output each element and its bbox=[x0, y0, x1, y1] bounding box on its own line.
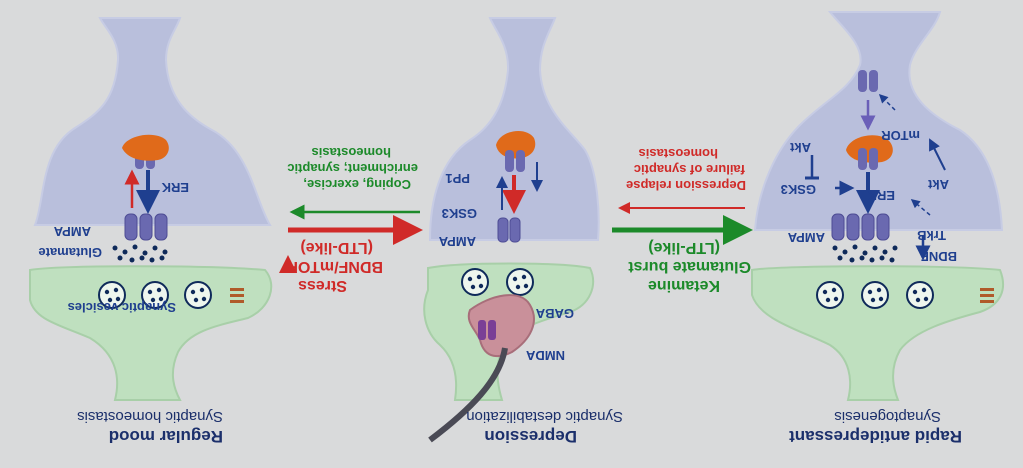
receptor-anchor-left bbox=[230, 288, 244, 303]
gaba-axon bbox=[428, 347, 508, 443]
panel-right-graphics bbox=[751, 11, 1005, 401]
glutamate-dots-right bbox=[832, 244, 898, 263]
label-bdnf: BDNF bbox=[920, 249, 957, 264]
label-pp1: PP1 bbox=[445, 171, 470, 186]
recycling-ampa-right bbox=[858, 70, 878, 92]
label-erk-left: ERK bbox=[161, 180, 189, 195]
arrow-trkb-erk-right bbox=[910, 199, 931, 216]
transition-failure: failure of synaptic bbox=[633, 162, 745, 177]
glutamate-dots-left bbox=[112, 244, 168, 263]
ampa-receptors-middle bbox=[497, 217, 521, 243]
transition-arrows-right bbox=[612, 202, 753, 245]
panel-middle-title: Depression bbox=[484, 427, 577, 446]
transition-arrows-left bbox=[288, 204, 423, 245]
transition-ketamine: Ketamine bbox=[647, 277, 720, 294]
label-akt-right-1: Akt bbox=[790, 140, 811, 155]
vesicle-dots-middle bbox=[467, 274, 529, 290]
intracellular-ampa-middle bbox=[505, 150, 525, 172]
label-akt-right-2: Akt bbox=[928, 177, 949, 192]
panel-middle-graphics bbox=[423, 17, 600, 443]
postsynaptic-spine-right bbox=[753, 11, 1004, 231]
postsynaptic-spine-left bbox=[33, 17, 272, 226]
ampa-receptors-right bbox=[831, 213, 890, 241]
label-ampa-left: AMPA bbox=[53, 224, 91, 239]
label-mtor: mTOR bbox=[881, 128, 920, 143]
vesicle-dots-right bbox=[822, 287, 929, 303]
enzyme-blob-right bbox=[846, 135, 893, 163]
label-ampa-middle: AMPA bbox=[438, 234, 476, 249]
panel-middle-subtitle: Synaptic destabilization bbox=[466, 408, 623, 425]
arrow-mtor-right bbox=[878, 93, 896, 111]
label-gaba: GABA bbox=[535, 306, 574, 321]
transition-enrichment: enrichment; synaptic bbox=[287, 161, 418, 176]
intracellular-ampa-right bbox=[858, 148, 878, 170]
panel-right-title: Rapid antidepressant bbox=[789, 427, 962, 446]
transition-homeostasis-green: homeostasis bbox=[311, 145, 391, 160]
label-gsk3-right: GSK3 bbox=[780, 182, 816, 197]
label-glutamate-left: Glutamate bbox=[38, 245, 102, 260]
transition-stress: Stress bbox=[298, 277, 347, 294]
ampa-receptors-left bbox=[124, 213, 168, 241]
panel-left-subtitle: Synaptic homeostasis bbox=[77, 408, 223, 425]
transition-ltd-like: (LTD-like) bbox=[300, 239, 373, 256]
label-trkb: TrkB bbox=[917, 228, 946, 243]
gaba-neuron bbox=[467, 294, 535, 358]
panel-right-subtitle: Synaptogenesis bbox=[834, 408, 941, 425]
vesicles-right bbox=[816, 281, 934, 309]
label-synaptic-vesicles: Synaptic vesicles bbox=[67, 300, 176, 315]
label-nmda: NMDA bbox=[526, 348, 565, 363]
label-ampa-right: AMPA bbox=[787, 230, 825, 245]
transition-ltp-like: (LTP-like) bbox=[648, 239, 720, 256]
transition-coping: Coping, exercise, bbox=[303, 177, 411, 192]
nmda-receptor bbox=[478, 320, 496, 340]
label-gsk3-middle: GSK3 bbox=[441, 206, 477, 221]
postsynaptic-spine-middle bbox=[428, 17, 600, 241]
label-erk-right: ERK bbox=[867, 188, 895, 203]
transition-homeostasis-red: homeostasis bbox=[638, 146, 718, 161]
panel-left-graphics bbox=[29, 17, 273, 401]
arrow-akt-mtor-right bbox=[929, 138, 946, 171]
transition-bdnf-mtor: BDNF/mTOR bbox=[286, 258, 383, 275]
presynaptic-terminal-right bbox=[751, 265, 1005, 401]
transition-depression-relapse: Depression relapse bbox=[626, 178, 746, 193]
transition-glutamate-burst: Glutamate burst bbox=[628, 258, 751, 275]
vesicles-left bbox=[98, 281, 212, 309]
panel-left-title: Regular mood bbox=[108, 427, 223, 446]
vesicles-middle bbox=[461, 268, 534, 296]
vesicle-dots-left bbox=[104, 287, 207, 303]
enzyme-blob-left bbox=[122, 134, 169, 161]
receptor-anchor-right bbox=[980, 288, 994, 303]
